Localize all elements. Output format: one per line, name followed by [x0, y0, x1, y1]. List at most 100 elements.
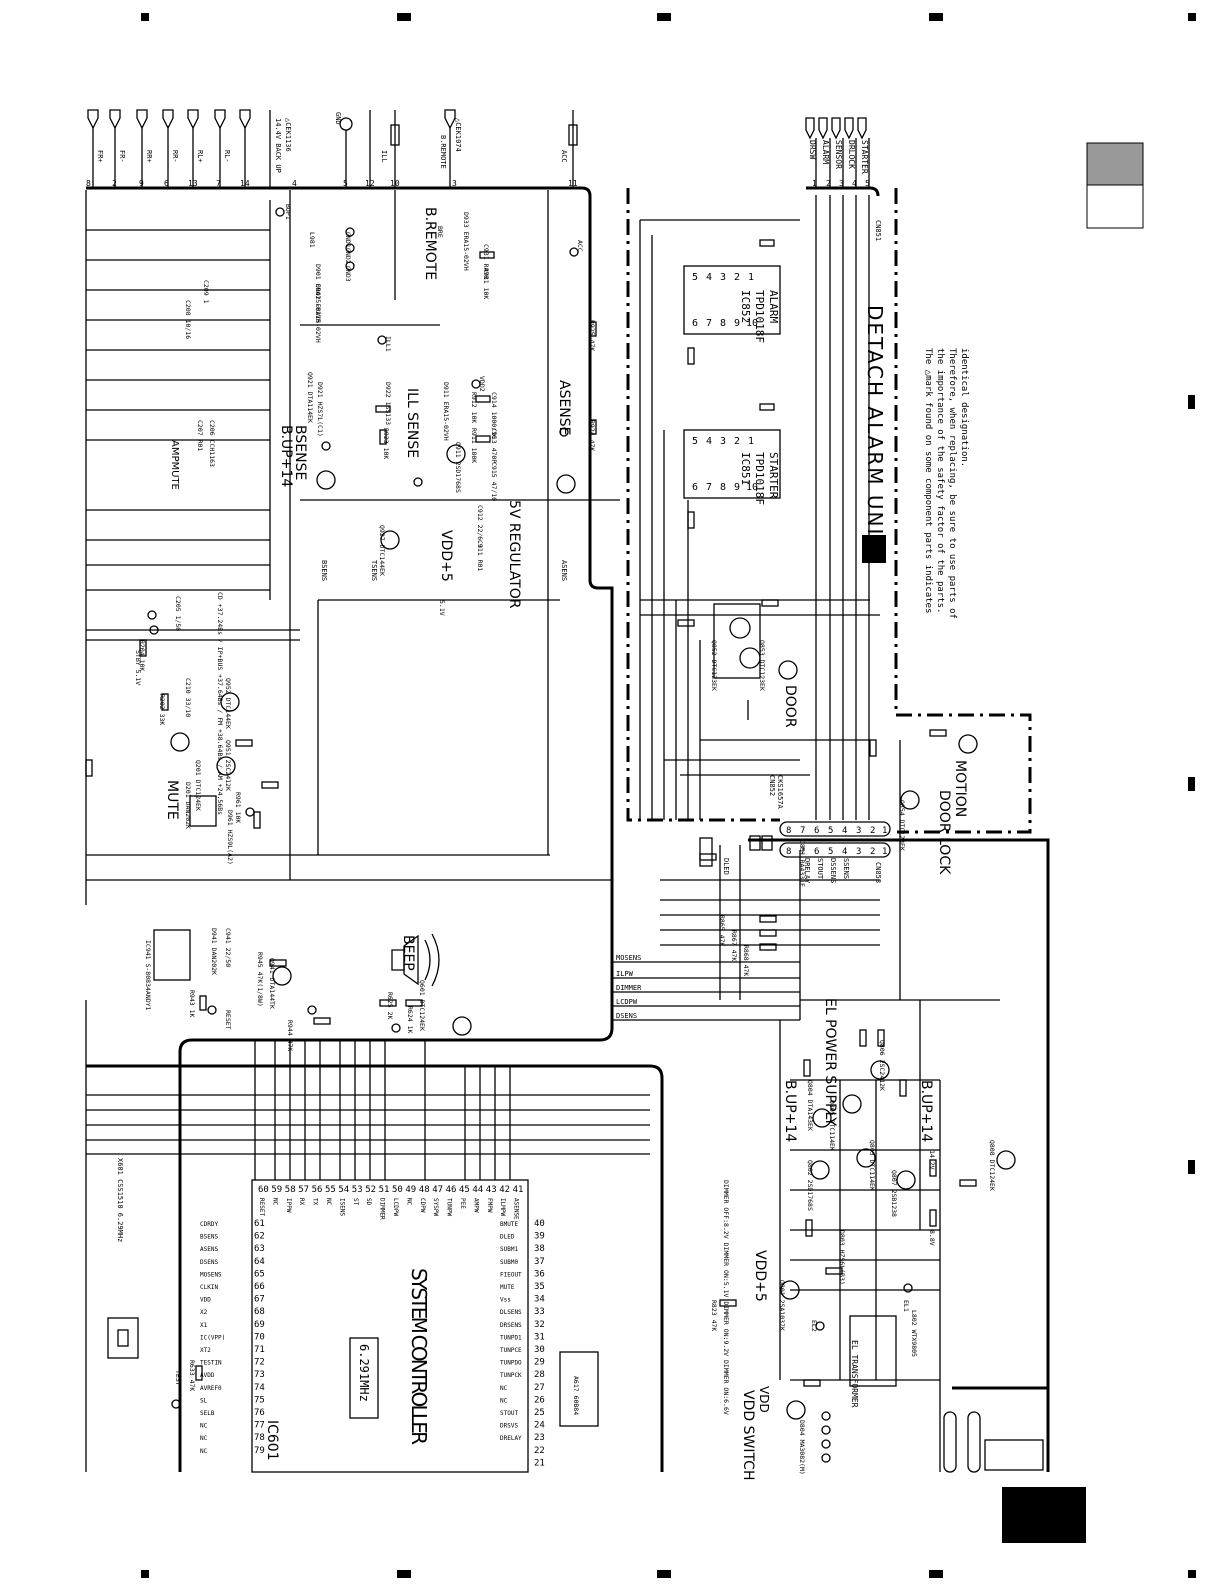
cn853-pin1: 1: [882, 847, 887, 857]
ic852-function: ALARM: [767, 290, 780, 323]
pin-14: 14: [240, 179, 250, 188]
cn852-pin6: 6: [814, 826, 819, 836]
ic601-top-pin-num: 50: [392, 1185, 403, 1195]
ic601-left-pin-num: 61: [254, 1219, 265, 1229]
system-controller-line: SYSTEM CONTROLLER: [407, 1268, 431, 1448]
5v-regulator-label: 5V REGULATOR: [506, 500, 522, 609]
conn-label-0: FR+: [96, 150, 104, 163]
vdd2-label: VDD2: [478, 376, 486, 392]
b-up14-label-b: B.UP+14: [782, 1080, 798, 1142]
pin-5: 5: [343, 179, 348, 188]
a601-label: A617 60B84: [572, 1376, 580, 1415]
ic851-pin8: 8: [720, 482, 726, 493]
ic852-pin4: 4: [706, 272, 712, 283]
ill-sense-label: ILL SENSE: [404, 388, 420, 458]
cn852-pin8: 8: [786, 826, 791, 836]
sense-asens: ASENS: [560, 560, 568, 581]
ic601-left-pin-num: 76: [254, 1408, 265, 1418]
cn851-label: CN851: [874, 220, 882, 241]
safety-note-line4: identical designation.: [959, 348, 969, 467]
ic601-right-pin-num: 36: [534, 1269, 545, 1279]
voltage-8-8: 8.8V: [928, 1230, 936, 1246]
r865-label: R865 47K: [718, 915, 726, 946]
pin-4: 4: [292, 179, 297, 188]
page-number-box: [1002, 1487, 1086, 1543]
q801-label: Q801 2SA1037K: [778, 1280, 786, 1331]
ic601-right-pin-name: STOUT: [500, 1410, 518, 1417]
ic601-right-pin-num: 26: [534, 1395, 545, 1405]
ic601-top-pin-name: SYSPW: [432, 1198, 439, 1216]
amp-note: CD +37.24Bs / IP+BUS +37.64Bs / FM +38.6…: [216, 592, 224, 815]
q853-label: Q853 DTC123EK: [758, 640, 766, 691]
ic601-left-pin-num: 67: [254, 1295, 265, 1305]
sense-bsens: BSENS: [320, 560, 328, 581]
ic601-left-pin-name: AVDD: [200, 1372, 215, 1379]
ic601-left-pin-name: VDD: [200, 1297, 211, 1304]
b-up14-label-c: B.UP+14: [918, 1080, 934, 1142]
q804-label: Q804 DTA143EK: [806, 1080, 814, 1131]
alarm-pin-5: 5: [865, 179, 870, 188]
c913-label: C913 470P: [490, 428, 498, 463]
cn853-pin4: 4: [842, 847, 847, 857]
ic601-right-pin-num: 30: [534, 1345, 545, 1355]
c207-label: C207 R01: [196, 420, 204, 451]
cn852-pin5: 5: [828, 826, 833, 836]
q808-label: Q808 DTC124EK: [988, 1140, 996, 1191]
sense-tsens: TSENS: [370, 560, 378, 581]
ic601-top-pin-num: 53: [352, 1185, 363, 1195]
x601-label: X601 CSS1510 6.29MHz: [116, 1158, 124, 1242]
vdd5-label-a: VDD+5: [438, 530, 454, 582]
ill1-label: ILL1: [384, 336, 392, 352]
ic601-left-pin-name: TESTIN: [200, 1360, 222, 1367]
ic601-top-pin-name: ILMPW: [499, 1198, 506, 1216]
vref-label: 5.1V: [438, 600, 446, 616]
q921-label: Q921 DTA114EK: [306, 372, 314, 423]
ic601-left-pin-num: 72: [254, 1358, 265, 1368]
conn-label-4: RL+: [196, 150, 204, 163]
cn853-ref: CN853: [874, 862, 882, 883]
d902-label: D902 ERA15-02VH: [314, 284, 322, 343]
fuse-label-1: △CEK1074: [454, 118, 462, 152]
left-signal-lines: [85, 190, 650, 1472]
ic601-right-pin-num: 37: [534, 1257, 545, 1267]
ic601-right-pin-name: DRSENS: [500, 1322, 522, 1329]
d851-label: D851 BA4331F: [798, 840, 806, 887]
ic601-left-pin-num: 70: [254, 1332, 265, 1342]
gnd2-label: GND2: [344, 248, 352, 264]
ic851-pin5: 5: [692, 436, 698, 447]
cn852-pin3: 3: [856, 826, 861, 836]
pin-7: 7: [216, 179, 221, 188]
d961-label: D961 HZS9L(A2): [226, 810, 234, 865]
r633-label: R633 47K: [188, 1360, 196, 1391]
d901-label: D901 ERA15-02VH: [314, 264, 322, 323]
d201-label: D201 DAN202K: [184, 782, 192, 829]
ic601-right-pin-name: NC: [500, 1385, 508, 1392]
ic601-right-pin-name: DLED: [500, 1234, 515, 1241]
pin-3: 3: [452, 179, 457, 188]
alarm-pin-3: 3: [839, 179, 844, 188]
ic852-pin3: 3: [720, 272, 726, 283]
ic601-left-pin-name: NC: [200, 1435, 208, 1442]
c931-label: C931 R47K: [482, 244, 490, 279]
ic851-pin10: 10: [746, 482, 758, 493]
ic601-right-pin-num: 24: [534, 1421, 545, 1431]
ic601-left-pin-num: 71: [254, 1345, 265, 1355]
d933-label: D933 ERA15-02VH: [462, 212, 470, 271]
c208-label: C208 10/16: [184, 300, 192, 339]
q802-label: Q802 2SD1768S: [806, 1160, 814, 1211]
ic601-left-pin-name: IC(VPP): [200, 1334, 225, 1341]
c206-label: C206 CCH1163: [208, 420, 216, 467]
el1-label: EL1: [902, 1300, 910, 1312]
alarm-pin-2: 2: [826, 179, 831, 188]
ic601-left-pin-name: MOSENS: [200, 1271, 222, 1278]
ic601-left-pin-num: 73: [254, 1370, 265, 1380]
ic601-top-pin-name: PEE: [459, 1198, 466, 1209]
ic601-right-pin-name: SUBM0: [500, 1259, 518, 1266]
el-power-supply-label: EL POWER SUPPLY: [822, 998, 838, 1126]
ic601-top-pin-num: 48: [419, 1185, 430, 1195]
ic601-top-pin-num: 56: [312, 1185, 323, 1195]
ic851-pin7: 7: [706, 482, 712, 493]
cn852-pin1: 1: [882, 826, 887, 836]
ic852-part: TPD1018F: [753, 290, 766, 343]
